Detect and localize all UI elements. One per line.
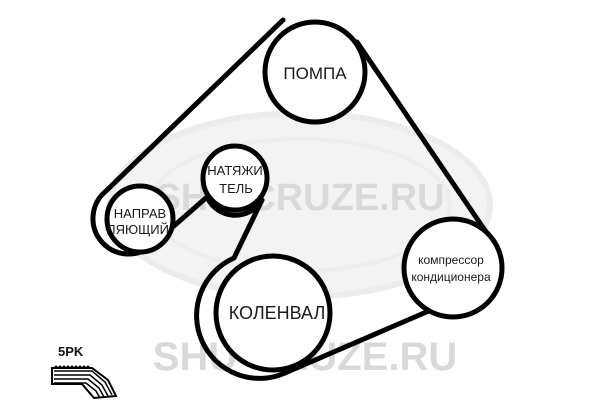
crankshaft-pulley: КОЛЕНВАЛ bbox=[213, 253, 333, 373]
ac-compressor-pulley: компрессор кондиционера bbox=[401, 216, 505, 320]
ac-label-line1: компрессор bbox=[418, 253, 484, 267]
belt-profile-legend: 5PK bbox=[51, 344, 118, 400]
watermark-center: SHU-CRUZE.RU bbox=[155, 177, 444, 219]
tensioner-label-line1: НАТЯЖИ bbox=[207, 163, 262, 178]
belt-type-label: 5PK bbox=[58, 344, 84, 359]
crankshaft-label: КОЛЕНВАЛ bbox=[229, 303, 326, 323]
idler-label-line2: ЛЯЮЩИЙ bbox=[107, 222, 169, 237]
idler-label-line1: НАПРАВ bbox=[114, 206, 166, 221]
tensioner-pulley: НАТЯЖИ ТЕЛЬ bbox=[200, 143, 270, 213]
idler-pulley: НАПРАВ ЛЯЮЩИЙ bbox=[104, 183, 176, 255]
pump-label: ПОМПА bbox=[283, 64, 347, 83]
belt-profile-icon bbox=[51, 365, 118, 400]
tensioner-label-line2: ТЕЛЬ bbox=[219, 181, 253, 196]
pump-pulley: ПОМПА bbox=[262, 19, 368, 125]
ac-label-line2: кондиционера bbox=[411, 270, 491, 284]
